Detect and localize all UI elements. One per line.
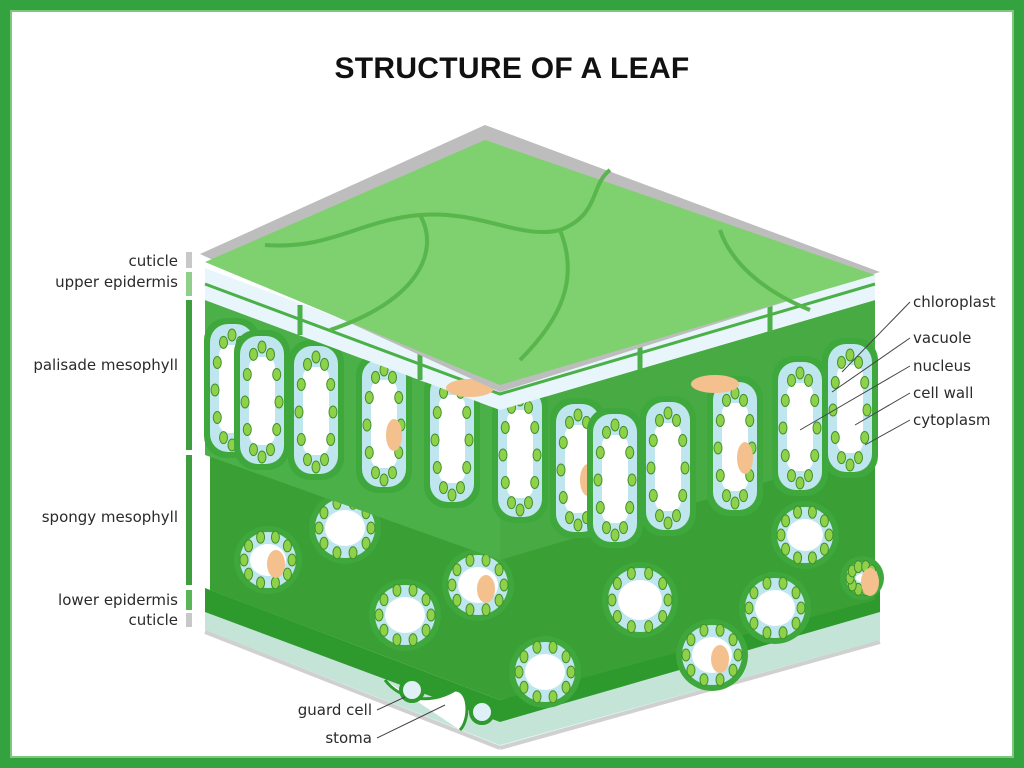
spongy-cell bbox=[309, 492, 381, 564]
palisade-cell bbox=[822, 338, 878, 478]
spongy-cell bbox=[509, 636, 581, 708]
spongy-cell bbox=[234, 526, 302, 594]
palisade-cell bbox=[772, 356, 828, 496]
label-cuticle-top: cuticle bbox=[129, 252, 178, 270]
label-upper-epidermis: upper epidermis bbox=[55, 273, 178, 291]
spongy-mesophyll-cells bbox=[234, 492, 884, 708]
spongy-cell bbox=[369, 579, 441, 651]
palisade-cell bbox=[492, 383, 548, 523]
left-layer-brackets bbox=[186, 252, 192, 627]
label-stoma: stoma bbox=[325, 729, 372, 747]
label-cuticle-bottom: cuticle bbox=[129, 611, 178, 629]
spongy-cell bbox=[739, 572, 811, 644]
label-leader-lines bbox=[376, 301, 911, 739]
leaf-top-surface bbox=[200, 125, 880, 392]
label-vacuole: vacuole bbox=[913, 329, 971, 347]
label-cytoplasm: cytoplasm bbox=[913, 411, 991, 429]
label-lower-epidermis: lower epidermis bbox=[58, 591, 178, 609]
palisade-cell bbox=[234, 330, 290, 470]
label-nucleus: nucleus bbox=[913, 357, 971, 375]
palisade-cell bbox=[288, 340, 344, 480]
guard-cell bbox=[399, 677, 495, 725]
palisade-cell bbox=[707, 376, 763, 516]
label-palisade-mesophyll: palisade mesophyll bbox=[33, 356, 178, 374]
spongy-cell bbox=[840, 556, 884, 600]
palisade-cell bbox=[424, 368, 480, 508]
spongy-cell bbox=[771, 501, 839, 569]
palisade-cell bbox=[640, 396, 696, 536]
palisade-cell bbox=[356, 353, 412, 493]
palisade-cell bbox=[587, 408, 643, 548]
label-guard-cell: guard cell bbox=[298, 701, 372, 719]
spongy-cell bbox=[442, 549, 514, 621]
label-chloroplast: chloroplast bbox=[913, 293, 996, 311]
palisade-mesophyll-cells bbox=[204, 318, 878, 548]
spongy-cell bbox=[602, 562, 678, 638]
spongy-cell bbox=[676, 619, 748, 691]
label-cell-wall: cell wall bbox=[913, 384, 973, 402]
label-spongy-mesophyll: spongy mesophyll bbox=[42, 508, 178, 526]
page-title: STRUCTURE OF A LEAF bbox=[334, 52, 690, 85]
